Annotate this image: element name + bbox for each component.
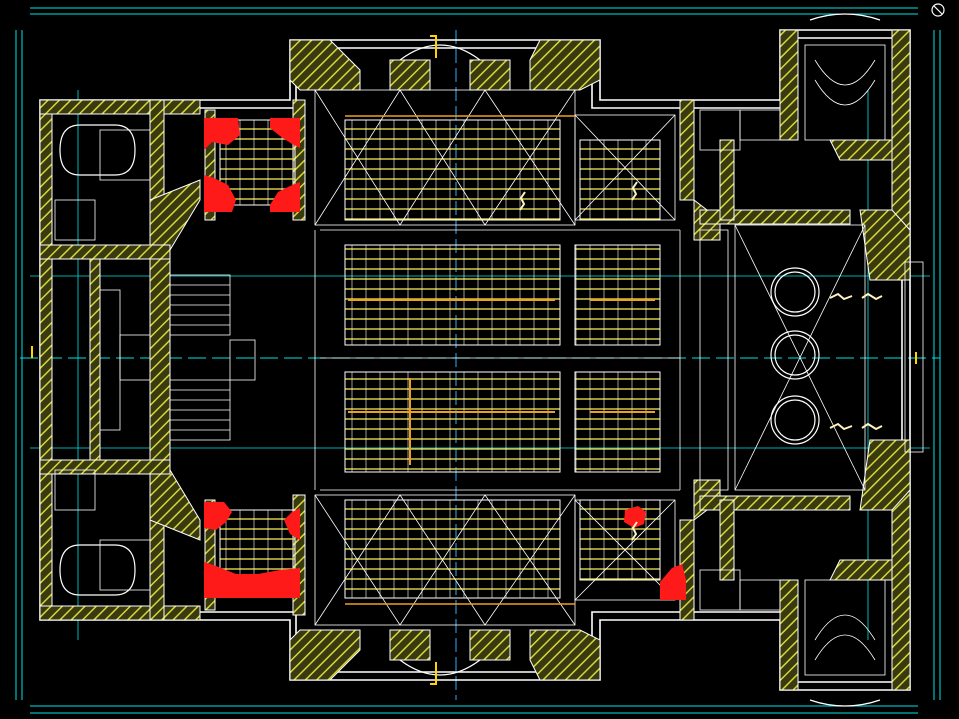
- accent-lines: [345, 115, 655, 605]
- service-rooms: [54, 109, 924, 611]
- highlight-zones: [204, 118, 686, 600]
- apse-rooms: [59, 13, 881, 707]
- detail-marks: [519, 181, 883, 541]
- yellow-markers: [31, 35, 917, 685]
- north-arrow-icon: [931, 3, 945, 17]
- seating-blocks: [219, 119, 661, 599]
- stairs: [99, 44, 886, 676]
